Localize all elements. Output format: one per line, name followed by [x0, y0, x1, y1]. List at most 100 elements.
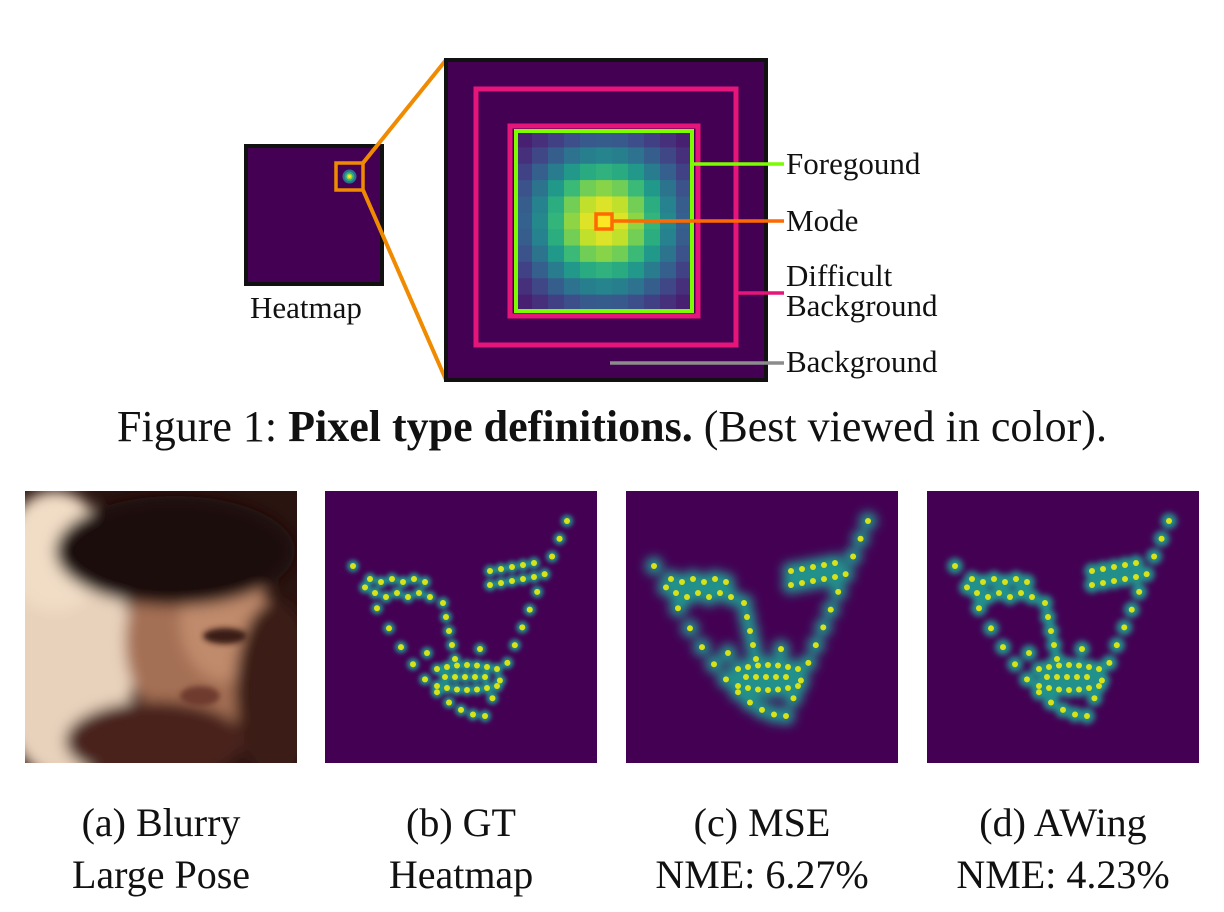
heatmap-pixel — [612, 261, 629, 279]
heatmap-pixel — [612, 163, 629, 181]
landmark-point — [1051, 642, 1057, 648]
heatmap-pixel — [580, 196, 597, 214]
landmark-point — [773, 674, 779, 680]
heatmap-pixel — [644, 294, 661, 312]
background-label: Background — [786, 344, 938, 379]
heatmap-pixel — [532, 131, 549, 148]
landmark-point — [1151, 553, 1158, 560]
landmark-point — [857, 535, 864, 542]
landmark-point — [1121, 624, 1128, 631]
landmark-point — [788, 582, 794, 588]
landmark-point — [974, 590, 980, 596]
heatmap-pixel — [596, 163, 613, 181]
heatmap-pixel — [516, 261, 533, 279]
landmark-point — [788, 568, 794, 574]
landmark-point — [472, 674, 478, 680]
landmark-point — [980, 579, 986, 585]
landmark-point — [440, 600, 446, 606]
landmark-point — [1133, 560, 1139, 566]
subcaption-b-line2: Heatmap — [388, 852, 534, 897]
landmark-point — [1024, 676, 1030, 683]
heatmap-pixel — [660, 261, 677, 279]
landmark-point — [534, 588, 541, 595]
heatmap-pixel — [644, 131, 661, 148]
heatmap-pixel — [532, 245, 549, 263]
landmark-point — [474, 686, 480, 693]
heatmap-pixel — [596, 261, 613, 279]
landmark-point — [673, 590, 679, 596]
heatmap-pixel — [596, 245, 613, 263]
heatmap-pixel — [676, 245, 693, 263]
landmark-point — [723, 676, 729, 683]
heatmap-pixel — [676, 163, 693, 181]
heatmap-pixel — [660, 196, 677, 214]
landmark-point — [1143, 571, 1150, 578]
foreground-label: Foregound — [786, 146, 921, 181]
landmark-point — [812, 642, 819, 649]
landmark-point — [1096, 666, 1102, 672]
subcaption-a: (a) Blurry Large Pose — [11, 797, 311, 901]
heatmap-pixel — [644, 278, 661, 296]
landmark-point — [712, 576, 718, 582]
landmark-point — [372, 590, 378, 596]
small-heatmap — [244, 144, 384, 286]
heatmap-pixel — [532, 212, 549, 230]
heatmap-pixel — [596, 147, 613, 165]
landmark-point — [747, 628, 753, 634]
difficult-background-label-line1: Difficult — [786, 258, 893, 293]
landmark-point — [795, 666, 801, 672]
landmark-point — [741, 600, 747, 606]
landmark-point — [509, 578, 515, 584]
heatmap-pixel — [564, 229, 581, 247]
subcaption-b: (b) GT Heatmap — [311, 797, 611, 901]
landmark-point — [651, 563, 657, 569]
landmark-point — [1060, 706, 1066, 713]
landmark-point — [556, 535, 563, 542]
heatmap-pixel — [548, 212, 565, 230]
landmark-point — [458, 706, 464, 713]
heatmap-pixel — [564, 278, 581, 296]
heatmap-pixel — [564, 245, 581, 263]
caption-bold: Pixel type definitions. — [288, 402, 693, 451]
landmark-point — [775, 662, 781, 669]
landmark-point — [1045, 614, 1051, 620]
landmark-point — [1036, 683, 1042, 689]
landmark-point — [799, 580, 805, 586]
heatmap-pixel — [532, 163, 549, 181]
landmark-point — [531, 574, 537, 580]
landmark-point — [743, 674, 749, 680]
landmark-point — [1084, 713, 1090, 719]
landmark-point — [1086, 664, 1092, 670]
landmark-point — [755, 662, 761, 669]
mse-heatmap-image — [626, 491, 898, 763]
landmark-point — [790, 695, 797, 702]
landmark-point — [1128, 606, 1135, 613]
landmark-point — [498, 566, 504, 572]
landmark-point — [765, 662, 771, 668]
subcaption-d-line2: NME: 4.23% — [956, 852, 1170, 897]
heatmap-background — [325, 491, 597, 763]
heatmap-pixel — [612, 131, 629, 148]
landmark-point — [1056, 662, 1062, 669]
subcaption-b-line1: (b) GT — [406, 800, 516, 845]
heatmap-pixel — [676, 261, 693, 279]
heatmap-pixel — [532, 196, 549, 214]
heatmap-pixel — [628, 196, 645, 214]
landmark-point — [771, 711, 777, 718]
landmark-point — [482, 674, 488, 680]
landmark-point — [735, 689, 741, 696]
heatmap-pixel — [612, 245, 629, 263]
zoom-line-bottom — [361, 189, 448, 381]
heatmap-pixel — [564, 294, 581, 312]
heatmap-pixel — [628, 229, 645, 247]
landmark-point — [383, 594, 389, 600]
subcaption-c-line2: NME: 6.27% — [655, 852, 869, 897]
heatmap-pixel — [516, 245, 533, 263]
heatmap-pixel — [516, 294, 533, 312]
landmark-glow — [645, 512, 877, 725]
landmark-point — [1002, 579, 1008, 585]
heatmap-pixel — [516, 278, 533, 296]
landmark-point — [1046, 685, 1052, 691]
heatmap-pixel — [532, 278, 549, 296]
heatmap-pixel — [596, 212, 613, 230]
